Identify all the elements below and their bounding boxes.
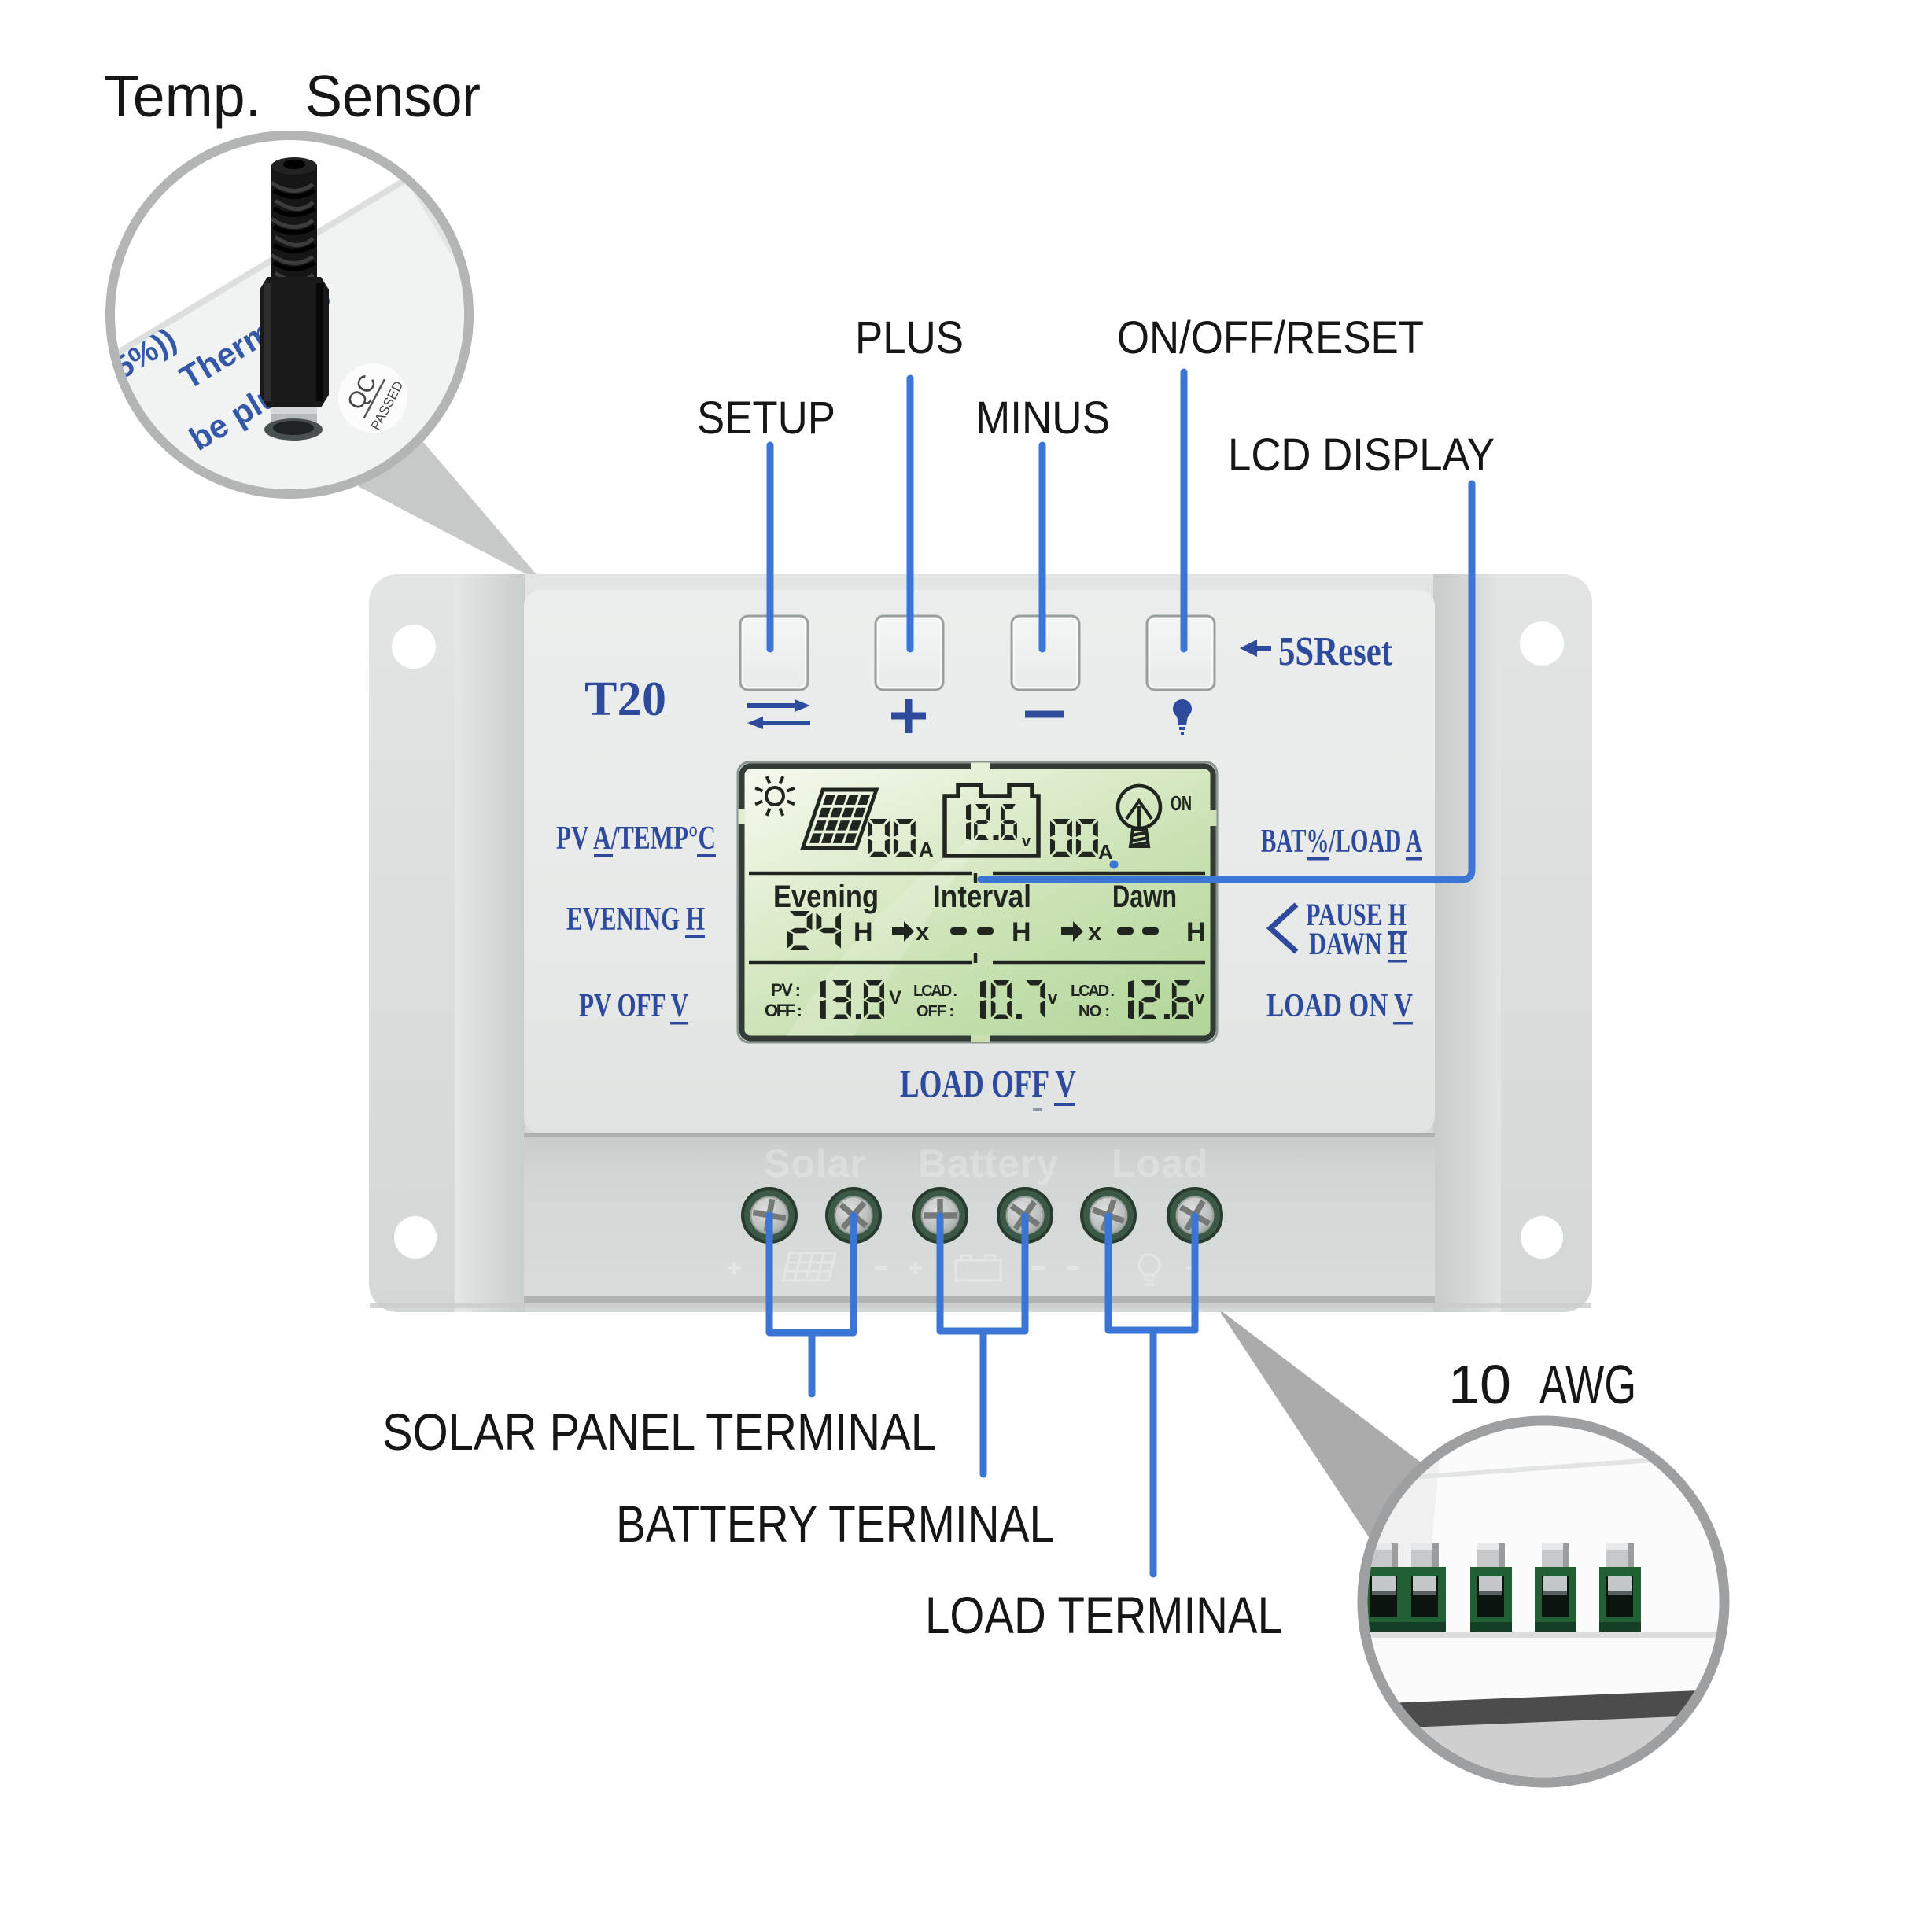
svg-text:LOAD OFF V: LOAD OFF V bbox=[900, 1061, 1076, 1105]
svg-text:Temp.Sensor: Temp.Sensor bbox=[104, 63, 481, 129]
svg-text:LOAD ON V: LOAD ON V bbox=[1266, 988, 1413, 1024]
svg-text:V: V bbox=[889, 987, 901, 1008]
svg-text:NO :: NO : bbox=[1078, 1003, 1110, 1020]
svg-text:Dawn: Dawn bbox=[1112, 879, 1177, 914]
svg-text:OFF :: OFF : bbox=[916, 1003, 954, 1020]
svg-text:x: x bbox=[1088, 918, 1102, 946]
svg-text:SOLAR PANEL TERMINAL: SOLAR PANEL TERMINAL bbox=[382, 1403, 936, 1461]
svg-text:EVENING H: EVENING H bbox=[566, 901, 705, 938]
svg-text:ON/OFF/RESET: ON/OFF/RESET bbox=[1117, 312, 1424, 363]
svg-text:MINUS: MINUS bbox=[975, 393, 1110, 444]
svg-text:Evening: Evening bbox=[773, 879, 879, 914]
svg-text:OFF :: OFF : bbox=[765, 1001, 802, 1020]
svg-text:v: v bbox=[1022, 833, 1031, 850]
svg-text:v: v bbox=[1048, 988, 1058, 1008]
svg-text:Interval: Interval bbox=[933, 879, 1031, 914]
svg-text:5SReset: 5SReset bbox=[1278, 629, 1393, 674]
svg-text:H: H bbox=[1186, 917, 1206, 947]
svg-text:SETUP: SETUP bbox=[697, 393, 835, 444]
svg-text:T20: T20 bbox=[584, 673, 668, 726]
svg-text:BATTERY TERMINAL: BATTERY TERMINAL bbox=[616, 1495, 1054, 1553]
svg-text:x: x bbox=[916, 918, 930, 946]
svg-text:LCAD .: LCAD . bbox=[1071, 983, 1115, 1000]
svg-text:H: H bbox=[1012, 917, 1031, 947]
svg-text:PAUSE H: PAUSE H bbox=[1306, 897, 1407, 932]
svg-text:PLUS: PLUS bbox=[855, 312, 964, 363]
svg-text:DAWN H: DAWN H bbox=[1309, 926, 1407, 961]
svg-text:Solar: Solar bbox=[764, 1141, 866, 1185]
svg-text:PV :: PV : bbox=[771, 980, 801, 1000]
svg-text:LCAD .: LCAD . bbox=[913, 983, 957, 1000]
svg-text:LOAD TERMINAL: LOAD TERMINAL bbox=[925, 1586, 1282, 1644]
svg-text:Battery: Battery bbox=[918, 1141, 1059, 1185]
svg-text:A: A bbox=[919, 838, 934, 861]
svg-text:A: A bbox=[1098, 840, 1113, 864]
svg-text:ON: ON bbox=[1171, 791, 1192, 815]
svg-text:Load: Load bbox=[1112, 1141, 1208, 1185]
svg-text:BAT%/LOAD A: BAT%/LOAD A bbox=[1261, 824, 1422, 860]
svg-text:v: v bbox=[1195, 988, 1205, 1008]
svg-text:H: H bbox=[854, 917, 873, 947]
svg-text:PV A/TEMP°C: PV A/TEMP°C bbox=[556, 820, 716, 857]
svg-text:PV OFF V: PV OFF V bbox=[579, 988, 688, 1024]
svg-text:LCD DISPLAY: LCD DISPLAY bbox=[1228, 430, 1495, 481]
